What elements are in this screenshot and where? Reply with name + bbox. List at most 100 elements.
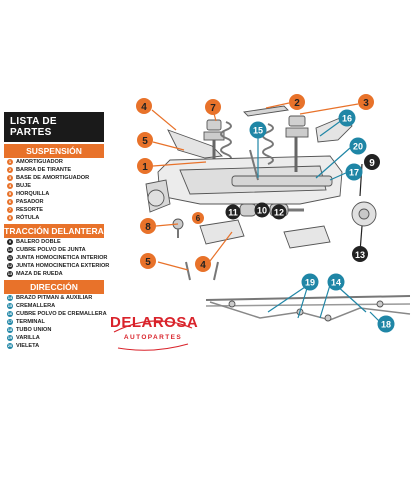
strut-mount-left	[206, 119, 222, 131]
number-badge: 4	[7, 183, 13, 189]
svg-text:5: 5	[142, 136, 148, 147]
svg-text:16: 16	[342, 114, 352, 124]
legend-item-label: CUBRE POLVO DE JUNTA	[16, 247, 86, 253]
callout-4: 4	[136, 98, 152, 114]
number-badge: 5	[7, 191, 13, 197]
number-badge: 16	[7, 311, 13, 317]
number-badge: 9	[7, 239, 13, 245]
number-badge: 1	[7, 159, 13, 165]
section-direccion-header: DIRECCIÓN	[4, 280, 104, 294]
number-badge: 3	[7, 175, 13, 181]
legend-item-label: MAZA DE RUEDA	[16, 271, 63, 277]
number-badge: 11	[7, 255, 13, 261]
callout-19: 19	[301, 273, 319, 291]
svg-text:17: 17	[349, 168, 359, 178]
number-badge: 6	[7, 199, 13, 205]
legend-item-label: TERMINAL	[16, 319, 45, 325]
svg-text:18: 18	[381, 320, 391, 330]
callout-4-lower: 4	[195, 256, 211, 272]
legend-item-label: BARRA DE TIRANTE	[16, 167, 72, 173]
callout-15: 15	[249, 121, 267, 139]
legend-item-label: HORQUILLA	[16, 191, 50, 197]
svg-text:9: 9	[369, 158, 375, 169]
number-badge: 8	[7, 215, 13, 221]
callout-6: 6	[192, 212, 204, 224]
callout-20: 20	[349, 137, 367, 155]
callout-2: 2	[289, 94, 305, 110]
logo-tagline: AUTOPARTES	[123, 334, 183, 341]
legend-item-label: BASE DE AMORTIGUADOR	[16, 175, 90, 181]
callout-5: 5	[137, 132, 153, 148]
svg-text:1: 1	[142, 162, 148, 173]
number-badge: 18	[7, 327, 13, 333]
legend-item-label: BUJE	[16, 183, 31, 189]
svg-text:12: 12	[274, 208, 284, 218]
callout-16: 16	[338, 109, 356, 127]
callout-13: 13	[352, 246, 368, 262]
svg-text:15: 15	[253, 126, 263, 136]
number-badge: 2	[7, 167, 13, 173]
lower-arm-left	[199, 219, 245, 245]
legend-item-label: BRAZO PITMAN & AUXILIAR	[16, 295, 93, 301]
callout-12: 12	[271, 204, 287, 220]
center-link	[205, 295, 411, 301]
number-badge: 14	[7, 295, 13, 301]
legend-item-label: TUBO UNION	[16, 327, 52, 333]
legend-item-label: VARILLA	[16, 335, 40, 341]
svg-text:8: 8	[145, 222, 151, 233]
svg-text:10: 10	[257, 206, 267, 216]
callouts: 4 7 2 3 5 15 16 1 20 9 17 11 10 12 8 6 5…	[136, 94, 395, 333]
svg-text:14: 14	[331, 278, 341, 288]
svg-text:6: 6	[196, 214, 201, 223]
number-badge: 10	[7, 247, 13, 253]
number-badge: 7	[7, 207, 13, 213]
section-traccion-header: TRACCIÓN DELANTERA	[4, 224, 104, 238]
number-badge: 19	[7, 335, 13, 341]
svg-text:19: 19	[305, 278, 315, 288]
legend-item-label: CUBRE POLVO DE CREMALLERA	[16, 311, 107, 317]
callout-7: 7	[205, 99, 221, 115]
callout-1: 1	[137, 158, 153, 174]
tie-bar	[243, 105, 289, 117]
number-badge: 13	[7, 271, 13, 277]
legend-title: LISTA DE PARTES	[4, 112, 104, 142]
legend-item-label: RESORTE	[16, 207, 44, 213]
logo-name: DELAROSA	[110, 314, 199, 331]
svg-text:5: 5	[145, 257, 151, 268]
callout-14: 14	[327, 273, 345, 291]
logo-swoosh	[113, 320, 193, 351]
svg-text:11: 11	[228, 208, 238, 218]
svg-text:2: 2	[294, 98, 300, 109]
upper-control-arm-left	[167, 129, 223, 159]
callout-3: 3	[358, 94, 374, 110]
number-badge: 20	[7, 343, 13, 349]
brand-logo: DELAROSA AUTOPARTES	[110, 310, 199, 356]
svg-text:20: 20	[353, 142, 363, 152]
callout-17: 17	[345, 163, 363, 181]
svg-text:7: 7	[210, 103, 216, 114]
svg-text:3: 3	[363, 98, 369, 109]
legend-item-label: VIELETA	[16, 343, 40, 349]
legend-item-label: JUNTA HOMOCINETICA EXTERIOR	[16, 263, 110, 269]
